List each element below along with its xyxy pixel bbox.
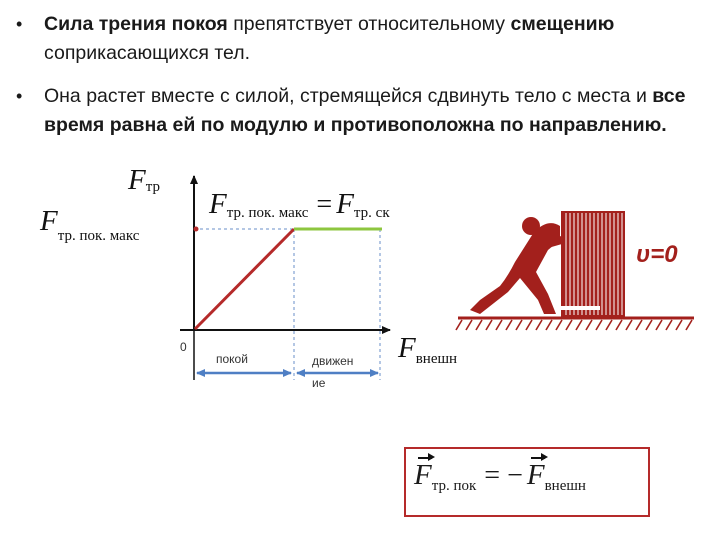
y-axis-subscript: тр (145, 179, 160, 195)
velocity-label: υ=0 (636, 241, 678, 268)
formula-rhs-symbol: F (526, 453, 548, 491)
y-tick-symbol: F (40, 205, 58, 237)
equality-label: Fтр. пок. макс =Fтр. ск (209, 188, 390, 221)
max-level-dot (193, 226, 199, 232)
y-axis-symbol: F (128, 164, 146, 196)
region-rest-label: покой (216, 352, 248, 366)
formula-lhs-subscript: тр. пок (431, 478, 477, 494)
bullet-marker: • (16, 86, 23, 106)
bullet-1-rest2: соприкасающихся тел. (44, 42, 251, 64)
term-static-friction: Сила трения покоя (44, 13, 228, 35)
bullet-2-bold: все время равна ей по модулю и противопо… (44, 85, 686, 136)
x-axis-subscript: внешн (415, 351, 458, 367)
formula-sign: = − (484, 460, 523, 491)
origin-label: 0 (180, 340, 187, 354)
eq-left-symbol: F (209, 188, 227, 220)
y-tick-label: Fтр. пок. макс (40, 205, 139, 244)
formula-lhs-symbol: F (414, 453, 435, 491)
x-axis-label: Fвнешн (398, 332, 458, 367)
x-axis-symbol: F (398, 332, 416, 364)
eq-right-symbol: F (336, 188, 354, 220)
formula: Fтр. пок = −Fвнешн (414, 453, 586, 494)
formula-box: Fтр. пок = −Fвнешн (404, 447, 650, 517)
y-tick-subscript: тр. пок. макс (57, 228, 140, 244)
term-displacement: смещению (510, 13, 615, 35)
formula-rhs-subscript: внешн (544, 478, 586, 494)
bullet-1-rest1: препятствует относительному (227, 13, 511, 35)
bullet-1-text: Сила трения покоя препятствует относител… (44, 10, 709, 68)
man-pushing-crate-illustration: υ=0 (455, 211, 694, 331)
region-motion-label-line1: движен (312, 354, 354, 368)
bullet-2-text: Она растет вместе с силой, стремящейся с… (44, 82, 709, 140)
static-friction-line (193, 227, 296, 331)
eq-right-subscript: тр. ск (353, 205, 390, 221)
eq-left-subscript: тр. пок. макс (226, 205, 309, 221)
region-motion-label-line2: ие (312, 376, 326, 390)
bullet-2-plain: Она растет вместе с силой, стремящейся с… (44, 85, 653, 107)
bullet-marker: • (16, 14, 23, 34)
y-axis-label: Fтр (128, 164, 160, 197)
eq-sign: = (316, 189, 333, 220)
